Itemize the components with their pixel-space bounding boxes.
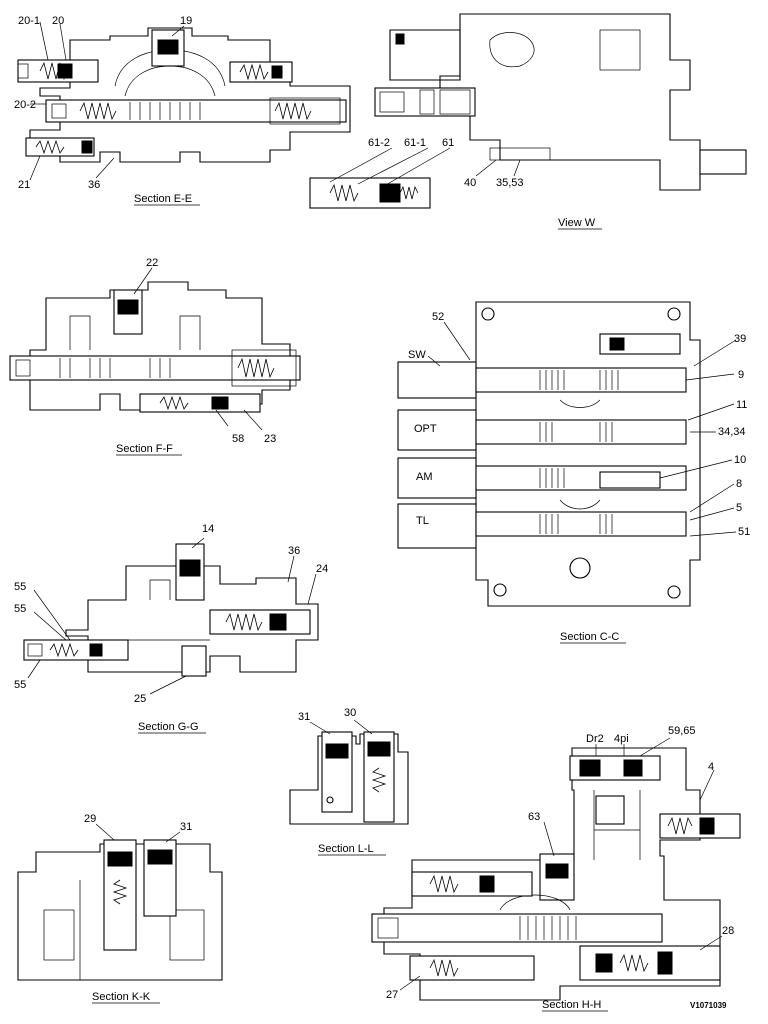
callout: 9 (738, 369, 744, 381)
callout: 21 (18, 179, 30, 191)
callout: 34,34 (718, 426, 746, 438)
callout: 20 (52, 15, 64, 27)
callout: 24 (316, 563, 328, 575)
callout: Dr2 (586, 733, 604, 745)
section-h-h (371, 737, 741, 1001)
callout: 55 (14, 581, 26, 593)
callout: 4pi (614, 733, 629, 745)
callout: 40 (464, 177, 476, 189)
section-e-e (17, 21, 351, 181)
callout: 27 (386, 989, 398, 1001)
callout: 61 (442, 137, 454, 149)
callout: 19 (180, 15, 192, 27)
callout: TL (416, 515, 429, 527)
callout: 61-1 (404, 137, 426, 149)
section-c-c (397, 301, 737, 607)
callout: 23 (264, 433, 276, 445)
callout: 58 (232, 433, 244, 445)
section-f-f-title: Section F-F (116, 443, 173, 455)
view-w-title: View W (558, 217, 596, 229)
callout: 31 (180, 821, 192, 833)
callout: 51 (738, 526, 750, 538)
callout: 4 (708, 761, 714, 773)
callout: 59,65 (668, 725, 696, 737)
callout: 55 (14, 603, 26, 615)
callout: 14 (202, 523, 214, 535)
section-g-g-title: Section G-G (138, 721, 199, 733)
section-l-l (289, 719, 409, 825)
callout: 5 (736, 502, 742, 514)
drawing-code: V1071039 (690, 1001, 727, 1010)
section-k-k-title: Section K-K (92, 991, 151, 1003)
callout: 25 (134, 693, 146, 705)
callout: OPT (414, 423, 437, 435)
section-c-c-title: Section C-C (560, 631, 619, 643)
callout: 39 (734, 333, 746, 345)
section-f-f (9, 267, 301, 431)
section-l-l-title: Section L-L (318, 843, 374, 855)
callout: 30 (344, 707, 356, 719)
callout: 28 (722, 925, 734, 937)
callout: 29 (84, 813, 96, 825)
section-h-h-title: Section H-H (542, 999, 601, 1011)
callout: 36 (288, 545, 300, 557)
callout: SW (408, 349, 426, 361)
callout: 61-2 (368, 137, 390, 149)
callout: 22 (146, 257, 158, 269)
section-k-k (17, 823, 223, 981)
callout: 63 (528, 811, 540, 823)
callout: 20-1 (18, 15, 40, 27)
section-e-e-title: Section E-E (134, 193, 192, 205)
callout: 35,53 (496, 177, 524, 189)
callout: 36 (88, 179, 100, 191)
callout: AM (416, 471, 433, 483)
callout: 10 (734, 454, 746, 466)
callout: 8 (736, 478, 742, 490)
callout: 31 (298, 711, 310, 723)
callout: 52 (432, 311, 444, 323)
view-w (309, 13, 747, 209)
callout: 55 (14, 679, 26, 691)
section-g-g (23, 537, 319, 695)
callout: 11 (736, 399, 747, 411)
callout: 20-2 (14, 99, 36, 111)
